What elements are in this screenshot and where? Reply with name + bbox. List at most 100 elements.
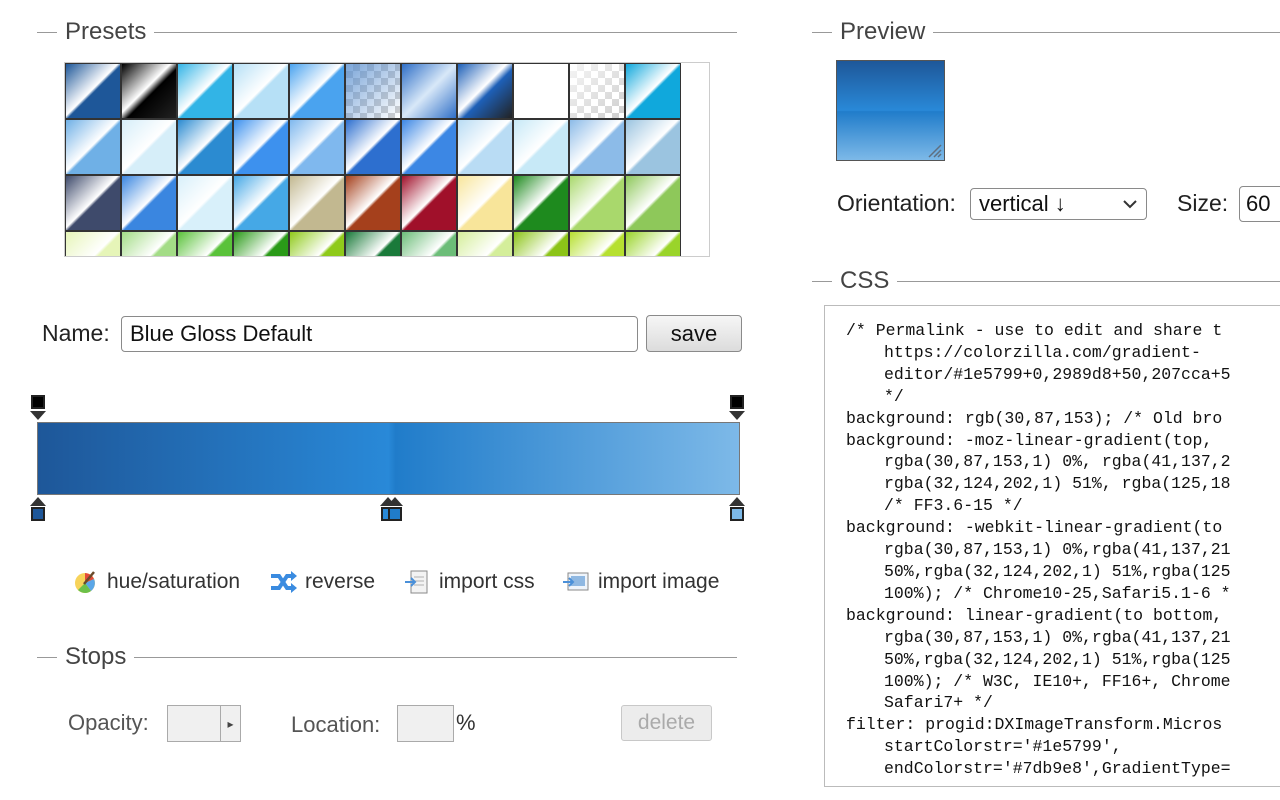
preset-swatch[interactable] [513,119,569,175]
preset-swatch[interactable] [289,63,345,119]
preset-swatch[interactable] [289,231,345,256]
preset-swatch[interactable] [625,175,681,231]
gradient-preview-bar[interactable] [37,422,740,495]
preset-swatch[interactable] [121,175,177,231]
preset-swatch[interactable] [233,63,289,119]
preset-swatch[interactable] [65,175,121,231]
preset-swatch[interactable] [121,231,177,256]
preset-swatch[interactable] [177,231,233,256]
name-label: Name: [42,320,110,346]
css-title: CSS [840,267,890,294]
preset-swatch[interactable] [569,63,625,119]
preset-swatch[interactable] [177,175,233,231]
preset-swatch[interactable] [289,119,345,175]
preset-swatch[interactable] [345,175,401,231]
orientation-value: vertical ↓ [979,191,1066,216]
opacity-spinner[interactable]: ▸ [167,705,241,742]
css-code-line: 50%,rgba(32,124,202,1) 51%,rgba(125 [884,561,1231,581]
orientation-select[interactable]: vertical ↓ [970,188,1147,220]
legend-divider [37,31,57,33]
css-code-line: /* FF3.6-15 */ [884,496,1023,516]
shuffle-icon [269,568,297,596]
color-stop-51[interactable] [386,497,404,525]
reverse-link[interactable]: reverse [269,568,375,596]
css-code-line: filter: progid:DXImageTransform.Micros [846,715,1223,735]
opacity-label: Opacity: [68,710,149,735]
color-stop-swatch [388,507,402,521]
preset-swatch[interactable] [513,231,569,256]
css-code-line: background: rgb(30,87,153); /* Old bro [846,408,1223,428]
color-stop-pointer [387,497,403,506]
preset-swatch[interactable] [457,175,513,231]
css-code-line: startColorstr='#1e5799', [884,737,1122,757]
delete-stop-button[interactable]: delete [621,705,712,741]
preset-swatch[interactable] [569,231,625,256]
legend-divider [134,656,737,658]
css-code-line: Safari7+ */ [884,693,993,713]
preset-swatch[interactable] [65,119,121,175]
preset-swatch[interactable] [65,231,121,256]
percent-sign: % [456,710,476,735]
preset-swatch[interactable] [457,231,513,256]
preset-swatch[interactable] [401,231,457,256]
import-image-link[interactable]: import image [562,568,719,596]
preset-swatch[interactable] [345,231,401,256]
preset-swatch[interactable] [233,175,289,231]
opacity-stop-pointer [30,411,46,420]
css-legend: CSS [812,266,1280,296]
preset-swatch[interactable] [121,119,177,175]
preset-swatch[interactable] [65,63,121,119]
import-css-link[interactable]: import css [403,568,535,596]
css-code-line: 100%); /* W3C, IE10+, FF16+, Chrome [884,671,1231,691]
color-wheel-icon [71,568,99,596]
size-label: Size: [1177,190,1229,216]
preset-swatch[interactable] [233,231,289,256]
orientation-label: Orientation: [837,190,956,216]
legend-divider [812,280,832,282]
css-code-line: background: linear-gradient(to bottom, [846,605,1223,625]
css-code-line: rgba(32,124,202,1) 51%, rgba(125,18 [884,474,1231,494]
preset-swatch[interactable] [457,119,513,175]
color-stop-100[interactable] [728,497,746,525]
hue-saturation-link[interactable]: hue/saturation [71,568,240,596]
preview-legend: Preview [812,17,1280,47]
spinner-arrow-icon[interactable]: ▸ [220,706,240,741]
preset-swatch[interactable] [401,119,457,175]
preview-title: Preview [840,18,926,45]
save-button[interactable]: save [646,315,742,352]
preset-swatch[interactable] [569,175,625,231]
import-css-label: import css [439,570,535,593]
stops-legend: Stops [37,642,737,672]
preset-swatch[interactable] [513,175,569,231]
preset-swatch[interactable] [513,63,569,119]
preset-swatch[interactable] [345,119,401,175]
preset-swatch[interactable] [625,63,681,119]
color-stop-swatch [31,507,45,521]
preset-swatch[interactable] [177,119,233,175]
preset-swatch[interactable] [401,63,457,119]
opacity-stop-end[interactable] [728,395,746,423]
preset-swatch[interactable] [625,119,681,175]
preset-swatch[interactable] [121,63,177,119]
size-input[interactable] [1239,186,1280,222]
preset-swatch[interactable] [457,63,513,119]
resize-grip-icon[interactable] [926,142,942,158]
preset-swatch[interactable] [233,119,289,175]
preset-swatch[interactable] [625,231,681,256]
color-stop-swatch [730,507,744,521]
preset-swatch[interactable] [569,119,625,175]
preset-swatch[interactable] [401,175,457,231]
preset-swatch[interactable] [289,175,345,231]
opacity-stop-start[interactable] [29,395,47,423]
css-code-line: */ [884,386,904,406]
location-input[interactable] [397,705,454,742]
gradient-name-input[interactable] [121,316,638,352]
preset-swatch[interactable] [345,63,401,119]
color-stop-0[interactable] [29,497,47,525]
presets-panel [64,62,710,257]
preset-swatch[interactable] [177,63,233,119]
gradient-preview-box[interactable] [836,60,945,161]
presets-title: Presets [65,18,147,45]
legend-divider [933,31,1280,33]
